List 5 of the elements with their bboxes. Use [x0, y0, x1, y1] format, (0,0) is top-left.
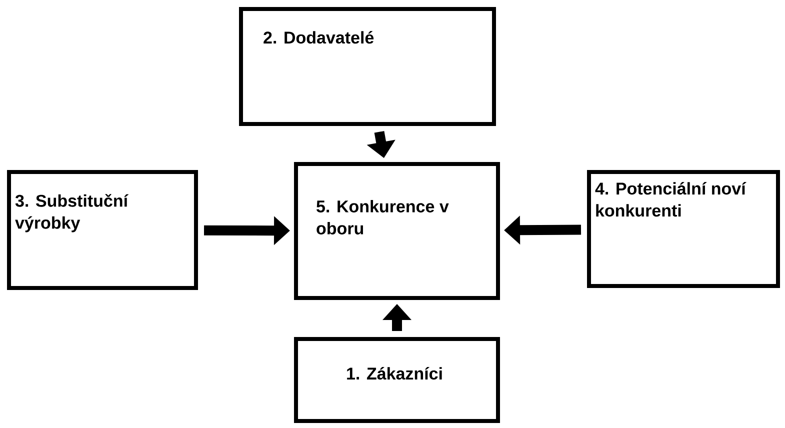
text-box: 1. Zákazníci	[294, 337, 500, 423]
text-box: 5. Konkurence v oboru	[294, 162, 500, 300]
text-box: 4. Potenciální noví konkurenti	[587, 170, 780, 288]
text-box: 3. Substituční výrobky	[7, 170, 198, 290]
text-box: 2. Dodavatelé	[239, 7, 496, 126]
